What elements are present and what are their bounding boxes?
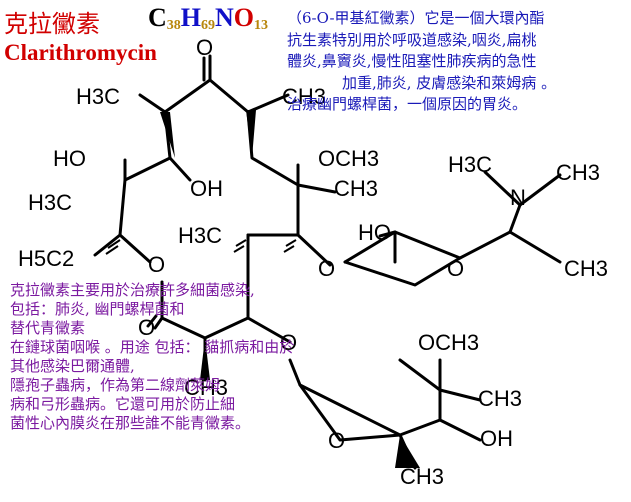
molecular-formula: C38H69NO13: [148, 3, 268, 34]
description-line: 抗生素特別用於呼吸道感染,咽炎,扁桃: [287, 30, 537, 49]
lactone-carbonyl-oxygen-label: O: [138, 315, 155, 340]
cladinose-ring-oxygen-label: O: [328, 428, 345, 453]
formula-h: H: [180, 3, 202, 32]
description-uses-blue: （6-O-甲基紅黴素）它是一個大環內酯 抗生素特別用於呼吸道感染,咽炎,扁桃 體…: [287, 8, 629, 116]
methyl-label-cladinose: CH3: [478, 386, 522, 411]
methyl-label-mid-right: CH3: [334, 176, 378, 201]
description-line: 隱孢子蟲病，作為第二線劑萊姆: [10, 376, 221, 394]
formula-c: C: [148, 3, 167, 32]
formula-c-count: 38: [166, 18, 181, 33]
n-methyl-label-a: H3C: [448, 152, 492, 177]
chinese-drug-name: 克拉黴素: [4, 10, 100, 38]
description-line: 病和弓形蟲病。它還可用於防止細: [10, 395, 236, 413]
description-line: 替代青黴素: [10, 319, 86, 337]
methyl-label-top-right: CH3: [282, 84, 326, 109]
methyl-label-top-left: H3C: [76, 84, 120, 109]
hydroxyl-label-sugar: HO: [358, 220, 391, 245]
description-line: 克拉黴素主要用於治療許多細菌感染,: [10, 281, 255, 299]
methyl-label-cladinose-2: CH3: [400, 464, 444, 489]
methoxy-label-lower: OCH3: [418, 330, 479, 355]
description-uses-purple: 克拉黴素主要用於治療許多細菌感染, 包括：肺炎, 幽門螺桿菌和 替代青黴素 在鏈…: [10, 281, 294, 433]
methyl-label-sugar: CH3: [564, 256, 608, 281]
formula-o-count: 13: [254, 18, 269, 33]
methyl-label-mid-left: H3C: [28, 190, 72, 215]
description-line: 在鏈球菌咽喉 。用途 包括： 貓抓病和由於: [10, 338, 295, 356]
methyl-label-lower: CH3: [184, 375, 228, 400]
hydroxyl-label-cladinose: OH: [480, 426, 513, 451]
formula-n: N: [215, 3, 234, 32]
ketone-oxygen-label: O: [196, 35, 213, 60]
nitrogen-label: N: [510, 185, 526, 210]
ring-oxygen-lactone-label: O: [148, 252, 165, 277]
description-line: 治療幽門螺桿菌，一個原因的胃炎。: [287, 95, 528, 113]
formula-h-count: 69: [201, 18, 216, 33]
description-line: 體炎,鼻竇炎,慢性阻塞性肺疾病的急性: [287, 52, 537, 70]
methyl-label-ring-left: H3C: [178, 223, 222, 248]
formula-o: O: [233, 3, 255, 32]
methoxy-label-top: OCH3: [318, 146, 379, 171]
ethyl-label: H5C2: [18, 246, 74, 271]
description-line: 其他感染巴爾通體,: [10, 357, 135, 375]
description-line: （6-O-甲基紅黴素）它是一個大環內酯: [287, 9, 545, 27]
hydroxyl-label-left: HO: [53, 146, 86, 171]
ring-oxygen-ether-label: O: [318, 256, 335, 281]
description-line: 加重,肺炎, 皮膚感染和萊姆病 。: [342, 73, 557, 92]
n-methyl-label-b: CH3: [556, 160, 600, 185]
hydroxyl-label-center: OH: [190, 176, 223, 201]
description-line: 包括：肺炎, 幽門螺桿菌和: [10, 300, 185, 318]
glycoside-oxygen-label: O: [280, 330, 297, 355]
english-drug-name: Clarithromycin: [4, 40, 157, 65]
sugar-ring-oxygen-label: O: [447, 256, 464, 281]
description-line: 菌性心內膜炎在那些誰不能青黴素。: [10, 414, 251, 432]
